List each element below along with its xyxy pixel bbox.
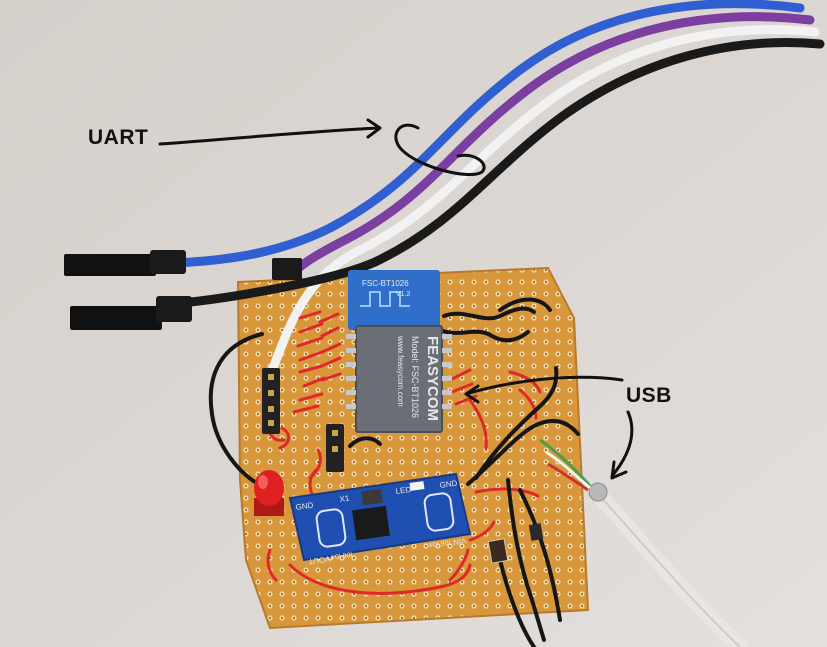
uart-arrow-line bbox=[158, 126, 380, 146]
module-model: Model: FSC-BT1026 bbox=[410, 336, 420, 418]
usb-cable bbox=[539, 438, 748, 647]
module-brand: FEASYCOM bbox=[424, 336, 441, 421]
board-code-left: I06 I04 bbox=[330, 550, 352, 560]
usb-arrow-down-line bbox=[610, 410, 634, 478]
uart-annotation-label: UART bbox=[88, 126, 149, 149]
module-antenna-area bbox=[348, 270, 440, 330]
smd-components bbox=[487, 523, 544, 564]
module-version: V1.2 bbox=[396, 291, 411, 298]
dupont-connector-bottom bbox=[70, 306, 162, 330]
pin-gnd-right: GND bbox=[439, 479, 458, 490]
regulator-board: GND X1 LED GND VOUT VIN I06 I04 I06 I04 bbox=[288, 472, 472, 566]
annotation-arrows bbox=[158, 118, 634, 480]
usb-annotation-label: USB bbox=[626, 384, 672, 407]
dupont-connectors bbox=[64, 250, 302, 330]
pin-x1: X1 bbox=[339, 494, 350, 504]
pin-gnd-left: GND bbox=[295, 501, 314, 512]
usb-arrowhead-down bbox=[610, 460, 628, 480]
pin-headers bbox=[262, 368, 344, 472]
usb-arrowhead-left bbox=[464, 384, 480, 404]
bluetooth-module: FSC-BT1026 V1.2 FEASYCOM Model: FSC-BT10… bbox=[346, 270, 452, 433]
dupont-connector-top bbox=[64, 254, 156, 276]
module-antenna-label: FSC-BT1026 bbox=[362, 279, 409, 288]
usb-arrow-line bbox=[464, 375, 624, 396]
pin-vin: VIN bbox=[452, 536, 467, 547]
pin-led: LED bbox=[395, 485, 412, 496]
red-led bbox=[254, 470, 284, 516]
uart-circle-mark bbox=[394, 123, 486, 177]
uart-ribbon-cable bbox=[145, 0, 825, 385]
uart-arrowhead bbox=[366, 118, 382, 139]
pin-vout: VOUT bbox=[308, 554, 331, 566]
module-website: www.feasycom.com bbox=[396, 335, 405, 407]
board-code-right: I06 I04 bbox=[428, 538, 450, 548]
black-jumper-wires bbox=[208, 297, 580, 647]
